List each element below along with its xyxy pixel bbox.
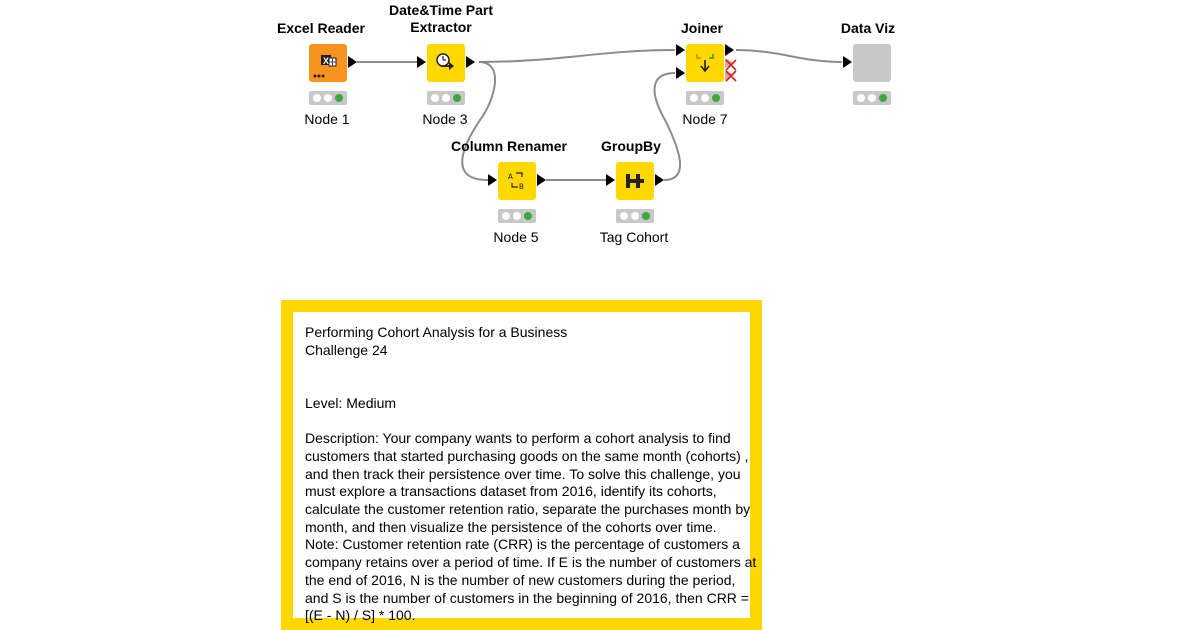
column-renamer-out-port[interactable] [537,174,546,186]
joiner-in-port-right[interactable] [676,67,685,79]
svg-text:A: A [508,173,513,182]
node-title-datetime-extractor: Date&Time Part Extractor [388,2,493,35]
workflow-annotation[interactable]: Performing Cohort Analysis for a Busines… [281,300,762,630]
node-label-datetime-extractor[interactable]: Node 3 [422,111,468,127]
node-title-joiner: Joiner [680,20,723,36]
data-viz-node[interactable] [853,44,891,82]
component-icon [853,44,891,82]
groupby-in-port[interactable] [606,174,615,186]
node-title-data-viz: Data Viz [840,20,896,36]
column-renamer-node[interactable]: A B [498,162,536,200]
connection-7-viz [735,49,843,63]
excel-reader-node[interactable]: X [309,44,347,82]
node-label-excel-reader[interactable]: Node 1 [304,111,350,127]
datetime-extractor-node[interactable] [427,44,465,82]
node-label-joiner[interactable]: Node 7 [682,111,728,127]
node-title-groupby: GroupBy [601,138,661,154]
annotation-text: Performing Cohort Analysis for a Busines… [305,324,757,624]
node-label-groupby[interactable]: Tag Cohort [599,229,669,245]
joiner-out-port-matches[interactable] [725,44,734,56]
datetime-extractor-status [427,91,465,105]
svg-text:B: B [519,183,524,192]
excel-reader-status [309,91,347,105]
node-label-column-renamer[interactable]: Node 5 [493,229,539,245]
data-viz-in-port[interactable] [843,56,852,68]
groupby-node[interactable] [616,162,654,200]
joiner-inactive-ports-icon [725,58,737,82]
joiner-node[interactable] [686,44,724,82]
node-title-excel-reader: Excel Reader [277,20,365,36]
excel-icon: X [313,55,337,78]
connection-groupby-7 [653,72,681,181]
node-title-column-renamer: Column Renamer [451,138,567,154]
datetime-extractor-in-port[interactable] [417,56,426,68]
rename-icon: A B [508,172,524,192]
column-renamer-status [498,209,536,223]
groupby-status [616,209,654,223]
connection-3-5 [461,61,496,181]
joiner-status [686,91,724,105]
column-renamer-in-port[interactable] [488,174,497,186]
joiner-in-port-left[interactable] [676,44,685,56]
svg-text:X: X [323,56,329,66]
groupby-icon [626,174,644,188]
groupby-out-port[interactable] [655,174,664,186]
connection-3-7 [478,49,676,63]
excel-reader-out-port[interactable] [348,56,357,68]
joiner-icon [696,54,714,73]
data-viz-status [853,91,891,105]
clock-icon [436,53,454,70]
datetime-extractor-out-port[interactable] [466,56,475,68]
